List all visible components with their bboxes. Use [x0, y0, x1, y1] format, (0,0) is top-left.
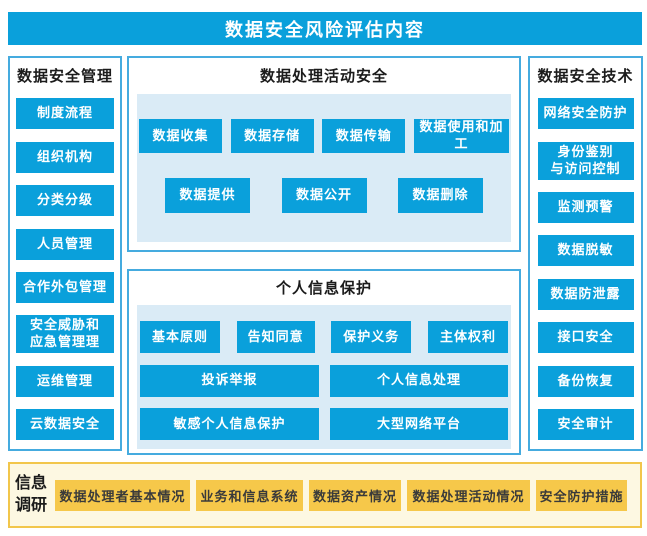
node-operations-management: 运维管理	[16, 365, 114, 397]
panel-header-information-research: 信息 调研	[15, 475, 48, 514]
node-subject-rights: 主体权利	[427, 321, 508, 353]
node-data-use-processing: 数据使用和加工	[413, 119, 509, 153]
node-data-deletion: 数据删除	[398, 178, 483, 213]
node-personnel-management: 人员管理	[16, 228, 114, 260]
node-api-security: 接口安全	[537, 322, 634, 354]
node-complaints-reporting: 投诉举报	[140, 364, 319, 397]
node-data-disclosure: 数据公开	[281, 178, 367, 213]
node-classification-grading: 分类分级	[16, 185, 114, 217]
panel-information-research: 信息 调研 数据处理者基本情况 业务和信息系统 数据资产情况 数据处理活动情况 …	[8, 462, 642, 528]
node-data-processing-activity-status: 数据处理活动情况	[407, 479, 531, 511]
node-large-network-platform: 大型网络平台	[330, 408, 508, 440]
node-data-storage: 数据存储	[230, 119, 314, 153]
panel-header-data-processing-activity-security: 数据处理活动安全	[259, 67, 388, 85]
node-cloud-data-security: 云数据安全	[16, 408, 114, 440]
node-data-masking: 数据脱敏	[537, 235, 634, 267]
node-data-collection: 数据收集	[139, 119, 222, 153]
node-network-security-protection: 网络安全防护	[537, 98, 634, 130]
panel-data-processing-activity-security: 数据处理活动安全 数据收集 数据存储 数据传输 数据使用和加工 数据提供 数据公…	[127, 56, 521, 252]
row-personal-info-3: 敏感个人信息保护 大型网络平台	[137, 408, 511, 440]
node-security-protection-measures: 安全防护措施	[536, 479, 628, 511]
node-data-leak-prevention: 数据防泄露	[537, 278, 634, 310]
inner-panel-processing-activities: 数据收集 数据存储 数据传输 数据使用和加工 数据提供 数据公开 数据删除	[137, 94, 511, 242]
row-personal-info-2: 投诉举报 个人信息处理	[137, 364, 511, 397]
node-monitoring-warning: 监测预警	[537, 191, 634, 223]
panel-header-data-security-management: 数据安全管理	[16, 68, 113, 85]
panel-data-security-management: 数据安全管理 制度流程 组织机构 分类分级 人员管理 合作外包管理 安全威胁和 …	[8, 56, 122, 451]
node-sensitive-pi-protection: 敏感个人信息保护	[140, 408, 319, 440]
node-data-asset-status: 数据资产情况	[309, 479, 402, 511]
panel-header-data-security-technology: 数据安全技术	[537, 68, 634, 85]
node-outsourcing-management: 合作外包管理	[16, 271, 114, 303]
node-data-provision: 数据提供	[165, 178, 250, 213]
node-threat-emergency-management: 安全威胁和 应急管理理	[16, 315, 114, 354]
panel-personal-info-protection: 个人信息保护 基本原则 告知同意 保护义务 主体权利 投诉举报 个人信息处理 敏…	[127, 269, 521, 455]
panel-header-personal-info-protection: 个人信息保护	[275, 279, 372, 297]
node-personal-info-processing: 个人信息处理	[330, 364, 508, 397]
row-personal-info-1: 基本原则 告知同意 保护义务 主体权利	[137, 321, 511, 353]
node-organization: 组织机构	[16, 141, 114, 173]
row-processing-activities-1: 数据收集 数据存储 数据传输 数据使用和加工	[137, 119, 511, 153]
node-identity-access-control: 身份鉴别 与访问控制	[537, 141, 634, 180]
node-backup-recovery: 备份恢复	[537, 365, 634, 397]
node-data-transmission: 数据传输	[322, 119, 406, 153]
panel-data-security-technology: 数据安全技术 网络安全防护 身份鉴别 与访问控制 监测预警 数据脱敏 数据防泄露…	[528, 56, 643, 451]
node-notice-consent: 告知同意	[236, 321, 315, 353]
inner-panel-personal-info: 基本原则 告知同意 保护义务 主体权利 投诉举报 个人信息处理 敏感个人信息保护…	[137, 305, 511, 449]
node-protection-obligations: 保护义务	[331, 321, 412, 353]
node-basic-principles: 基本原则	[140, 321, 220, 353]
node-data-processor-basic-info: 数据处理者基本情况	[55, 479, 191, 511]
node-business-info-systems: 业务和信息系统	[196, 479, 304, 511]
diagram-title: 数据安全风险评估内容	[8, 12, 642, 45]
row-processing-activities-2: 数据提供 数据公开 数据删除	[137, 178, 511, 213]
node-policy-process: 制度流程	[16, 98, 114, 130]
node-security-audit: 安全审计	[537, 408, 634, 440]
